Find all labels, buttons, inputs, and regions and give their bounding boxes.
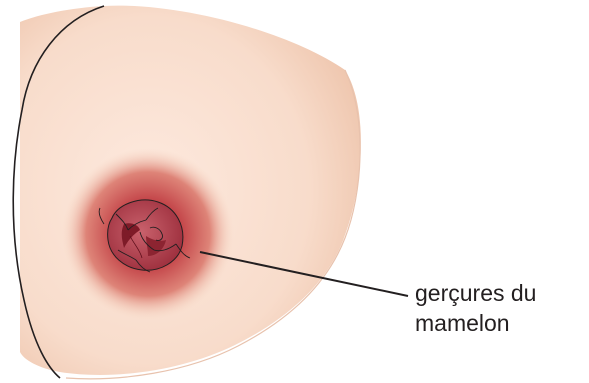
callout-label: gerçures du mamelon xyxy=(415,278,585,338)
callout-label-line-1: gerçures du xyxy=(415,278,585,308)
callout-label-line-2: mamelon xyxy=(415,308,585,338)
